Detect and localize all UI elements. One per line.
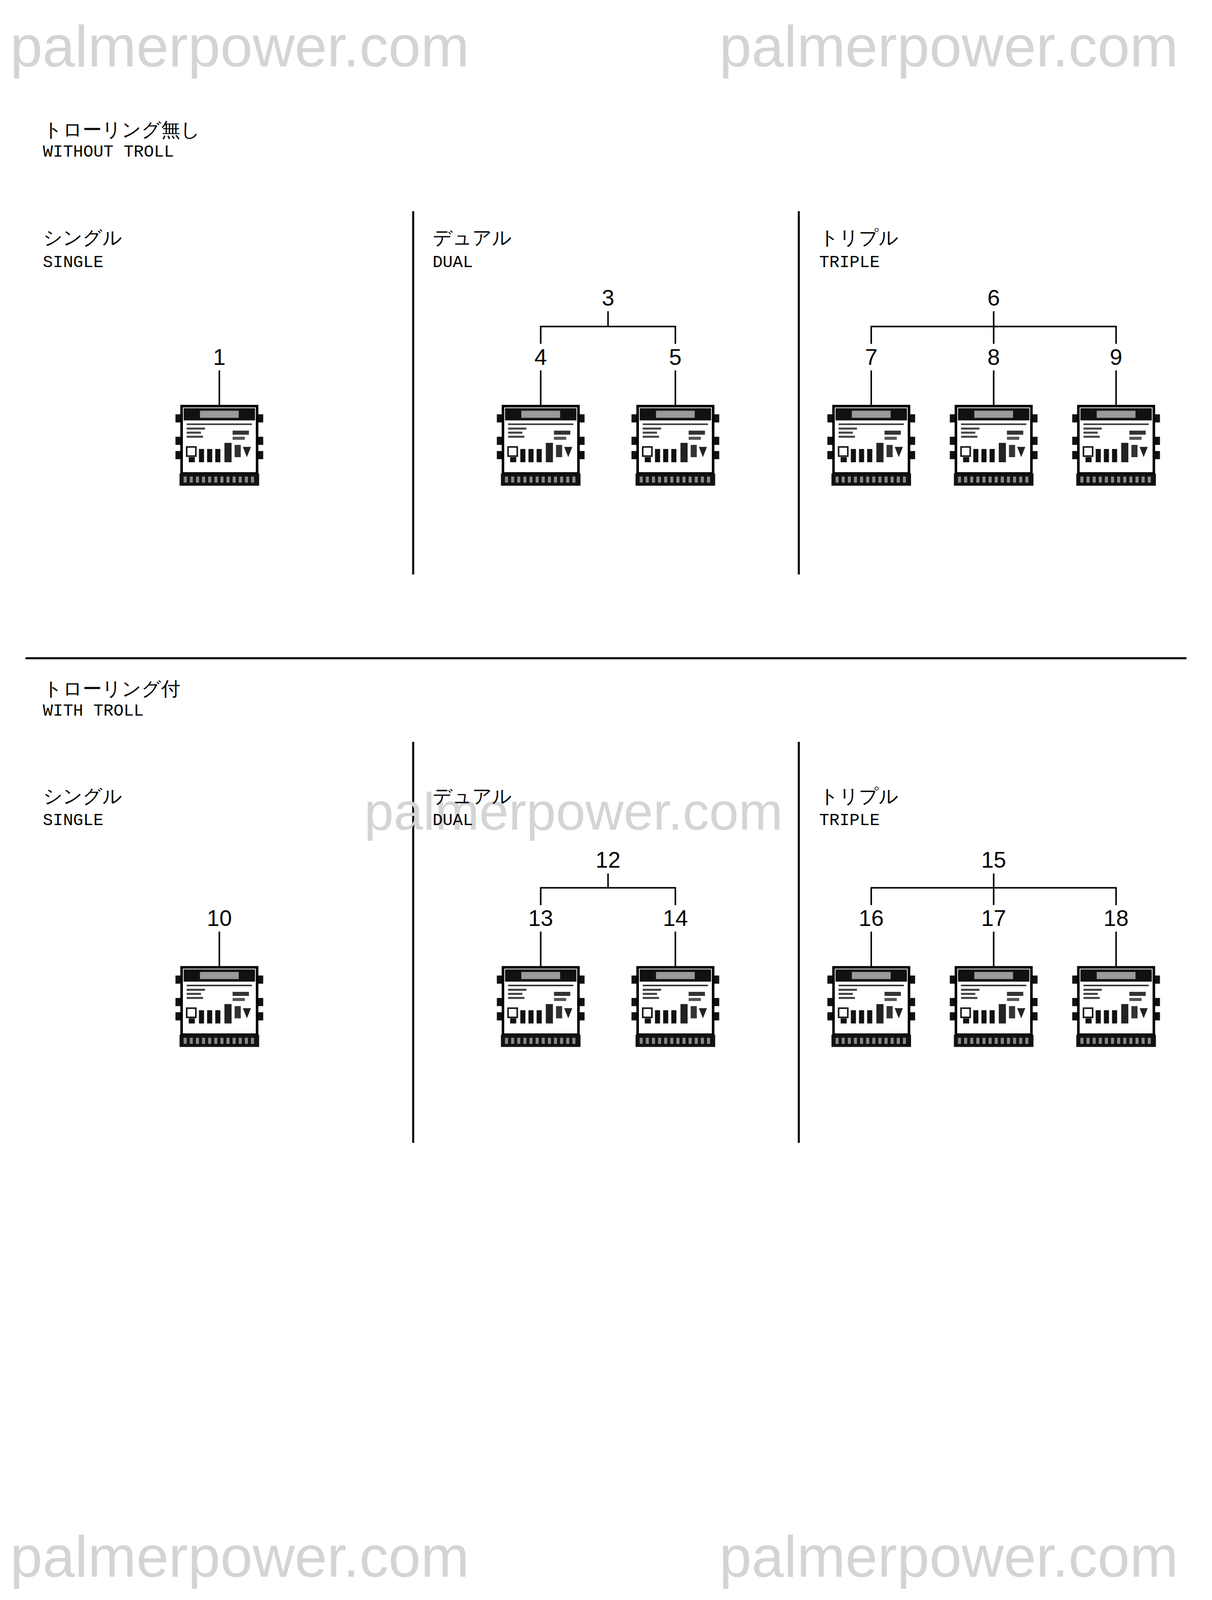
control-unit [175,405,263,486]
group-heading: TRIPLE [819,252,881,272]
group-heading: デュアル [432,784,512,807]
control-unit [497,967,585,1047]
watermark: palmerpower.com [10,13,470,78]
leader-lines [219,311,1117,968]
group-heading: SINGLE [43,811,104,830]
callout-number: 8 [985,344,1003,370]
control-unit [950,405,1038,486]
divider-lines [25,211,1187,1143]
control-unit [1072,405,1160,486]
callout-number: 13 [525,905,555,931]
callout-number: 4 [532,344,550,370]
watermark: palmerpower.com [364,781,783,841]
callout-number: 9 [1107,344,1125,370]
control-unit [827,967,916,1047]
group-heading: DUAL [432,252,474,272]
watermark: palmerpower.com [10,1523,470,1588]
group-heading: TRIPLE [819,811,881,830]
callout-number: 3 [599,285,617,311]
callout-number: 15 [978,847,1008,873]
group-heading: デュアル [432,226,512,249]
control-unit [631,967,719,1047]
control-unit [497,405,585,486]
group-heading: DUAL [432,811,474,830]
control-unit [1072,967,1160,1047]
section-heading: WITH TROLL [43,701,144,721]
section-heading: WITHOUT TROLL [43,142,175,162]
callout-number: 1 [211,344,229,370]
control-unit [175,967,263,1047]
section-heading: トローリング付 [43,677,181,700]
callout-number: 18 [1101,905,1131,931]
control-unit [950,967,1038,1047]
callout-number: 16 [856,905,886,931]
group-heading: トリプル [819,226,899,249]
group-heading: シングル [43,226,123,249]
callout-number: 5 [667,344,685,370]
group-heading: SINGLE [43,252,104,272]
callout-number: 12 [593,847,623,873]
callout-number: 10 [204,905,234,931]
callout-number: 6 [985,285,1003,311]
group-heading: シングル [43,784,123,807]
group-heading: トリプル [819,784,899,807]
watermark: palmerpower.com [719,13,1179,78]
callout-number: 14 [660,905,690,931]
control-unit [631,405,719,486]
section-heading: トローリング無し [43,119,201,141]
callout-number: 7 [862,344,880,370]
watermark: palmerpower.com [719,1523,1179,1588]
control-unit [827,405,916,486]
callout-number: 17 [978,905,1008,931]
